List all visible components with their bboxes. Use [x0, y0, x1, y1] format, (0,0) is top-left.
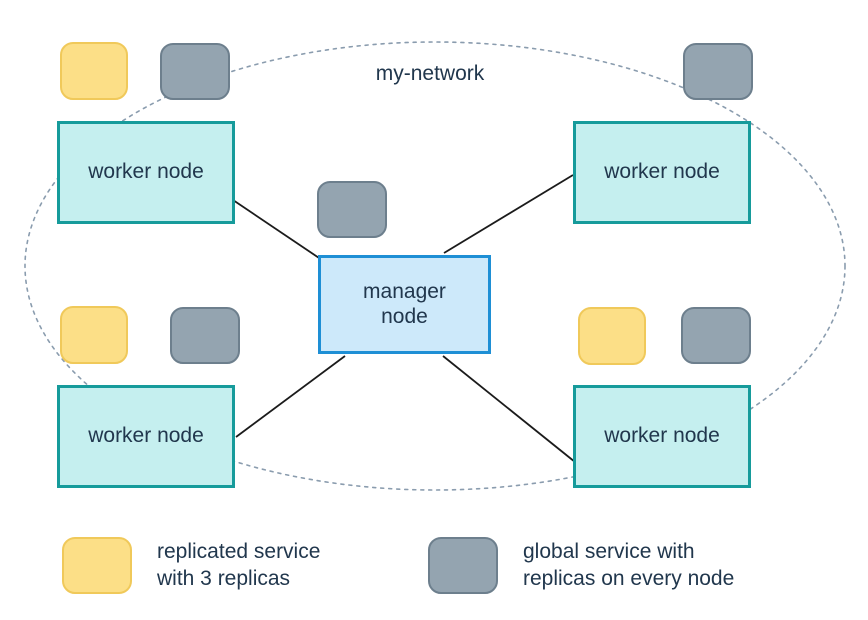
svc-global-bottom-left[interactable]: [170, 307, 240, 364]
node-worker-top-right[interactable]: worker node: [573, 121, 751, 224]
svc-replicated-bottom-right[interactable]: [578, 307, 646, 365]
node-label: worker node: [88, 160, 204, 184]
node-worker-bottom-right[interactable]: worker node: [573, 385, 751, 488]
edge-manager-worker-bottom-left: [235, 355, 346, 438]
svc-global-manager[interactable]: [317, 181, 387, 238]
legend-replicated: replicated service with 3 replicas: [62, 537, 320, 594]
node-worker-bottom-left[interactable]: worker node: [57, 385, 235, 488]
edge-manager-worker-bottom-right: [442, 355, 581, 467]
svc-global-top-right[interactable]: [683, 43, 753, 100]
network-label: my-network: [375, 62, 485, 85]
svc-replicated-top-left[interactable]: [60, 42, 128, 100]
legend-global: global service with replicas on every no…: [428, 537, 734, 594]
node-manager[interactable]: manager node: [318, 255, 491, 354]
edge-manager-worker-top-left: [232, 199, 326, 263]
node-label: worker node: [88, 424, 204, 448]
legend-label-global: global service with replicas on every no…: [523, 540, 735, 590]
svc-global-bottom-right[interactable]: [681, 307, 751, 364]
legend-swatch-global: [428, 537, 498, 594]
node-label: worker node: [604, 424, 720, 448]
node-worker-top-left[interactable]: worker node: [57, 121, 235, 224]
svc-global-top-left[interactable]: [160, 43, 230, 100]
node-label: manager node: [363, 280, 446, 328]
svc-replicated-bottom-left[interactable]: [60, 306, 128, 364]
legend-swatch-replicated: [62, 537, 132, 594]
node-label: worker node: [604, 160, 720, 184]
edge-manager-worker-top-right: [443, 174, 574, 254]
legend-label-replicated: replicated service with 3 replicas: [157, 540, 321, 590]
